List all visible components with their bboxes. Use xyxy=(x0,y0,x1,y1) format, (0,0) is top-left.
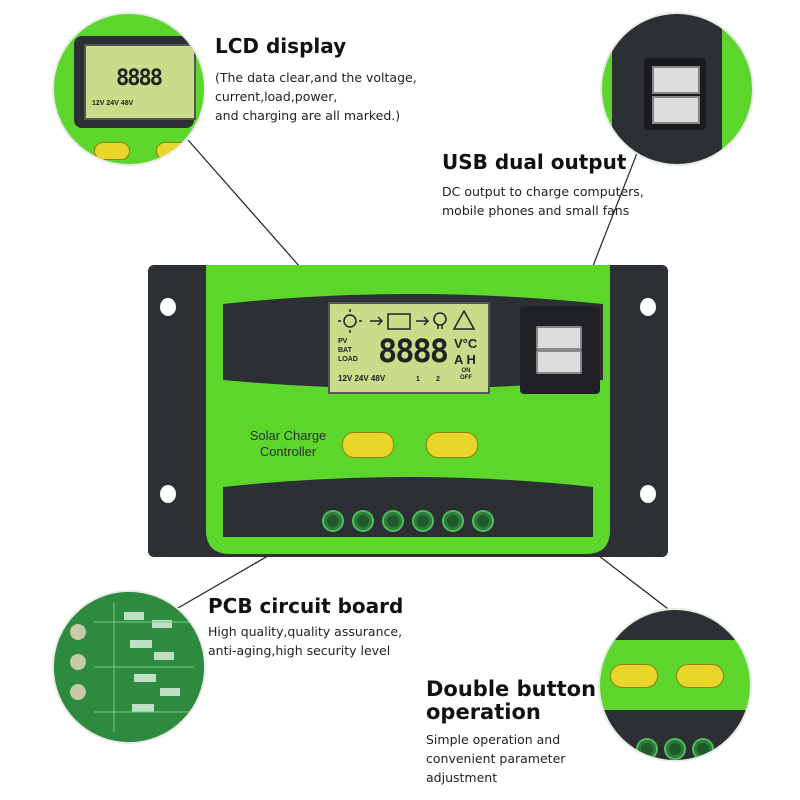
lcd-zoom-screen: 8888 12V 24V 48V xyxy=(84,44,196,120)
lcd-zoom-voltages: 12V 24V 48V xyxy=(92,100,134,107)
buttons-zoom-terminal-2 xyxy=(664,738,686,760)
callout-buttons-line-2: convenient parameter xyxy=(426,751,566,766)
lcd-timer-1: 1 xyxy=(416,376,420,383)
lcd-unit-top: V°C xyxy=(454,336,478,351)
device-label-line-2: Controller xyxy=(259,444,317,459)
callout-pcb-line-1: High quality,quality assurance, xyxy=(208,624,403,639)
callout-buttons-title-2: operation xyxy=(426,700,541,724)
callout-buttons-title-1: Double button xyxy=(426,677,597,701)
callout-pcb: PCB circuit board High quality,quality a… xyxy=(208,594,403,660)
lcd-label-pv: PV xyxy=(338,338,348,345)
lcd-screen: PV BAT LOAD 8888 V°C A H 12V 24V 48V 1 2… xyxy=(328,302,490,394)
lcd-on-off: ON OFF xyxy=(460,368,472,382)
terminal-6 xyxy=(472,510,494,532)
pcb-zoom-circle xyxy=(52,590,206,744)
lcd-label-load: LOAD xyxy=(338,356,358,363)
lcd-label-bat: BAT xyxy=(338,347,352,354)
buttons-zoom-terminal-3 xyxy=(692,738,714,760)
callout-lcd-line-1: (The data clear,and the voltage, xyxy=(215,70,417,85)
callout-usb: USB dual output DC output to charge comp… xyxy=(442,150,644,220)
lcd-voltages: 12V 24V 48V xyxy=(338,374,386,383)
lcd-off-label: OFF xyxy=(460,375,472,381)
terminal-2 xyxy=(352,510,374,532)
terminal-1 xyxy=(322,510,344,532)
usb-port-1 xyxy=(536,326,582,350)
usb-zoom-port-1 xyxy=(652,66,700,94)
callout-buttons-line-3: adjustment xyxy=(426,770,498,785)
usb-port-2 xyxy=(536,350,582,374)
charge-controller: PV BAT LOAD 8888 V°C A H 12V 24V 48V 1 2… xyxy=(148,262,668,562)
callout-lcd: LCD display (The data clear,and the volt… xyxy=(215,34,417,125)
lcd-zoom-button-left xyxy=(94,142,130,160)
buttons-zoom-top-panel xyxy=(600,610,750,640)
device-button-left[interactable] xyxy=(342,432,394,458)
lcd-timer-2: 2 xyxy=(436,376,440,383)
buttons-zoom-terminal-1 xyxy=(636,738,658,760)
lcd-icon-row xyxy=(338,309,476,333)
callout-usb-line-2: mobile phones and small fans xyxy=(442,203,630,218)
terminal-3 xyxy=(382,510,404,532)
lcd-zoom-button-right xyxy=(156,142,192,160)
callout-lcd-line-3: and charging are all marked.) xyxy=(215,108,401,123)
lcd-zoom-digits: 8888 xyxy=(116,66,163,91)
lcd-row-labels: PV BAT LOAD xyxy=(338,337,358,364)
device-button-right[interactable] xyxy=(426,432,478,458)
lcd-on-label: ON xyxy=(461,368,471,374)
pcb-board xyxy=(54,592,204,742)
callout-pcb-line-2: anti-aging,high security level xyxy=(208,643,391,658)
usb-zoom-port-2 xyxy=(652,96,700,124)
callout-lcd-line-2: current,load,power, xyxy=(215,89,338,104)
callout-buttons-line-1: Simple operation and xyxy=(426,732,561,747)
buttons-zoom-button-right xyxy=(676,664,724,688)
callout-usb-title: USB dual output xyxy=(442,150,627,174)
callout-pcb-title: PCB circuit board xyxy=(208,594,404,618)
lcd-zoom-circle: 8888 12V 24V 48V xyxy=(52,12,206,166)
usb-zoom-circle xyxy=(600,12,754,166)
callout-lcd-title: LCD display xyxy=(215,34,347,58)
terminal-5 xyxy=(442,510,464,532)
device-label-line-1: Solar Charge xyxy=(249,428,327,443)
device-label: Solar Charge Controller xyxy=(228,428,348,460)
terminal-4 xyxy=(412,510,434,532)
callout-usb-line-1: DC output to charge computers, xyxy=(442,184,644,199)
callout-buttons: Double button operation Simple operation… xyxy=(426,678,596,787)
lcd-digits: 8888 xyxy=(378,332,449,370)
buttons-zoom-button-left xyxy=(610,664,658,688)
lcd-unit-bottom: A H xyxy=(454,352,476,367)
buttons-zoom-circle xyxy=(598,608,752,762)
